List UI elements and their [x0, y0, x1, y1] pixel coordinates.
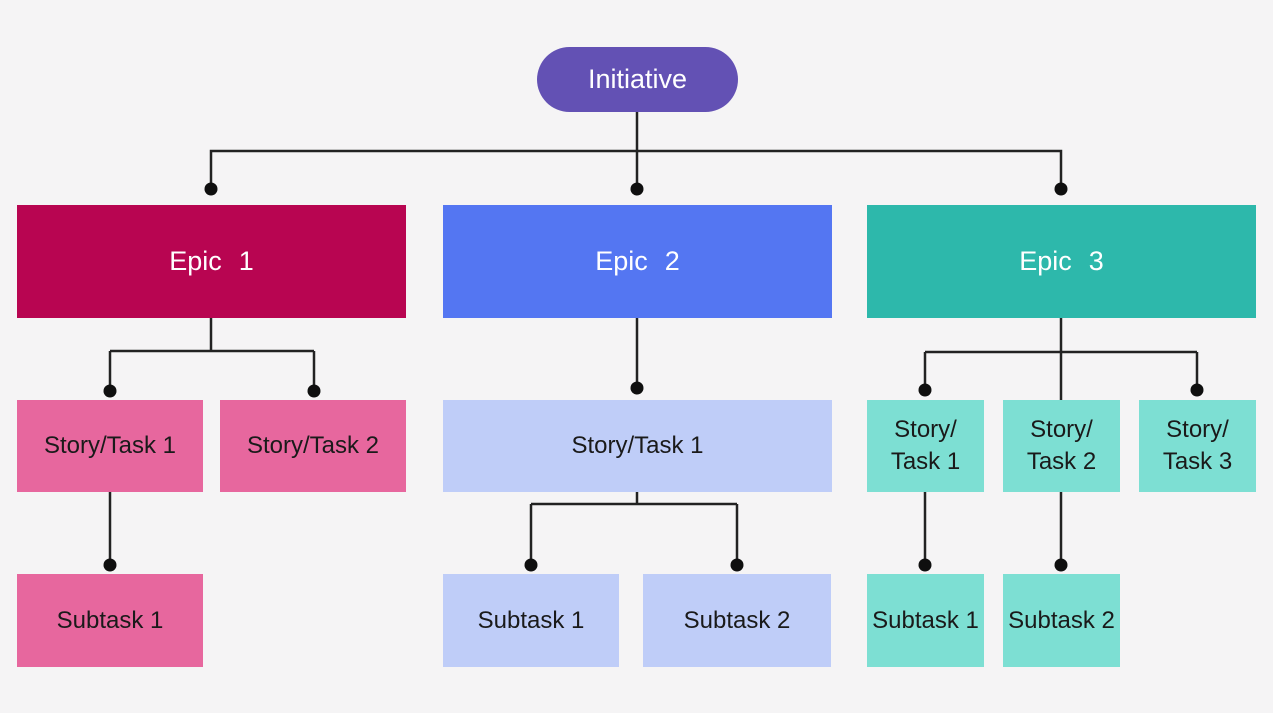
- node-epic3-story-2: Story/ Task 2: [1003, 400, 1120, 492]
- node-epic1-subtask-1: Subtask 1: [17, 574, 203, 667]
- story-label-line2: Task 1: [890, 448, 961, 475]
- connector-epic3-stories-branch: [923, 318, 1199, 402]
- junction-dot: [1190, 383, 1204, 397]
- connector-epics-branch: [209, 149, 1063, 188]
- junction-dot: [918, 558, 932, 572]
- node-epic1-story-2: Story/Task 2: [220, 400, 406, 492]
- junction-dot: [630, 381, 644, 395]
- junction-dot: [730, 558, 744, 572]
- node-epic1-story-1: Story/Task 1: [17, 400, 203, 492]
- node-epic3-subtask-1: Subtask 1: [867, 574, 984, 667]
- junction-dot: [1054, 182, 1068, 196]
- story-label-line1: Story/: [1030, 415, 1093, 443]
- junction-dot: [1054, 558, 1068, 572]
- connector-epic1-stories-branch: [108, 318, 316, 390]
- node-epic3-story-1: Story/ Task 1: [867, 400, 984, 492]
- junction-dot: [307, 384, 321, 398]
- node-epic-3: Epic 3: [867, 205, 1256, 318]
- story-label-line2: Task 2: [1026, 448, 1097, 475]
- junction-dot: [204, 182, 218, 196]
- connector-epic2-subtasks-branch: [529, 492, 739, 564]
- node-epic-1: Epic 1: [17, 205, 406, 318]
- story-label-line1: Story/: [894, 415, 957, 443]
- node-epic2-subtask-1: Subtask 1: [443, 574, 619, 667]
- node-epic-2: Epic 2: [443, 205, 832, 318]
- junction-dot: [918, 383, 932, 397]
- node-initiative: Initiative: [537, 47, 738, 112]
- node-epic3-story-3: Story/ Task 3: [1139, 400, 1256, 492]
- junction-dot: [103, 384, 117, 398]
- junction-dot: [103, 558, 117, 572]
- story-label-line2: Task 3: [1162, 448, 1233, 475]
- node-epic2-story-1: Story/Task 1: [443, 400, 832, 492]
- node-epic2-subtask-2: Subtask 2: [643, 574, 831, 667]
- junction-dot: [524, 558, 538, 572]
- node-epic3-subtask-2: Subtask 2: [1003, 574, 1120, 667]
- junction-dot: [630, 182, 644, 196]
- story-label-line1: Story/: [1166, 415, 1229, 443]
